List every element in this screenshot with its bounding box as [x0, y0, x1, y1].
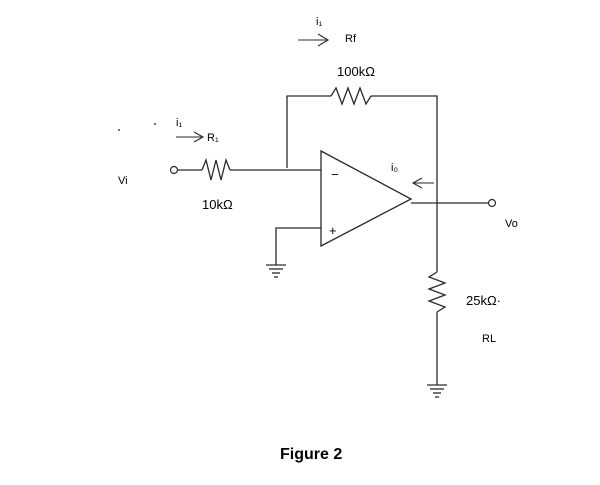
i1-top-arrow [298, 33, 330, 47]
rl-value-label: 25kΩ· [466, 293, 501, 308]
ground-symbol-right [427, 384, 447, 398]
io-arrow [411, 177, 434, 189]
rf-value-label: 100kΩ [337, 64, 375, 79]
input-resistor-r1 [178, 157, 287, 181]
io-label: i₀ [391, 162, 398, 174]
rl-name-label: RL [482, 333, 496, 345]
vo-label: Vo [505, 218, 518, 230]
load-resistor-rl [427, 203, 447, 385]
noninverting-sign: + [329, 223, 337, 238]
ground-symbol-left [266, 264, 286, 278]
stray-dot [153, 122, 157, 126]
r1-name-label: R₁ [207, 132, 219, 144]
i1-top-label: i₁ [316, 16, 322, 28]
output-terminal [487, 198, 497, 208]
vi-label: Vi [118, 175, 128, 187]
inverting-sign: − [331, 167, 339, 182]
i1-left-arrow [176, 131, 205, 143]
r1-value-label: 10kΩ [202, 197, 233, 212]
noninverting-ground-wire [275, 227, 321, 265]
input-terminal [169, 165, 179, 175]
stray-dot [117, 128, 121, 132]
i1-left-label: i₁ [176, 117, 182, 129]
op-amp-triangle [320, 149, 413, 248]
figure-caption: Figure 2 [280, 446, 342, 463]
feedback-resistor-rf [286, 86, 438, 203]
rf-name-label: Rf [345, 33, 357, 45]
